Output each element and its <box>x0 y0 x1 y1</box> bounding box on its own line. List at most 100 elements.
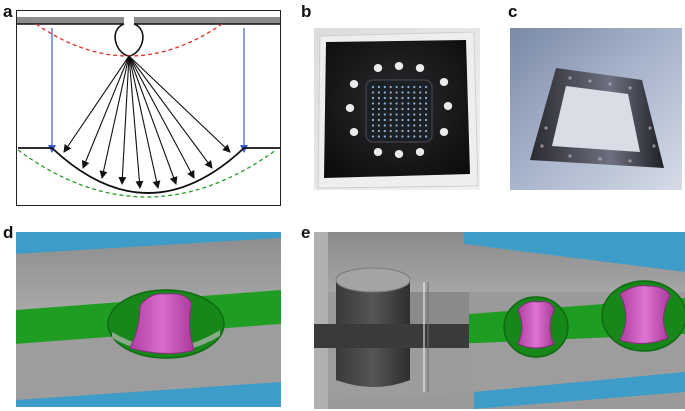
lower-dashed-curve <box>17 149 277 198</box>
well <box>371 135 375 138</box>
well <box>377 113 380 116</box>
well <box>425 135 428 138</box>
port-hole-11 <box>345 104 355 112</box>
well <box>371 129 375 133</box>
well <box>383 118 386 122</box>
water-bottom <box>474 372 685 409</box>
well <box>377 135 380 138</box>
well <box>401 85 404 89</box>
ray-fan <box>63 55 231 189</box>
well <box>383 102 386 105</box>
well <box>389 91 392 94</box>
well <box>407 85 410 89</box>
ray-7 <box>128 55 178 185</box>
well <box>407 107 410 111</box>
well <box>413 124 416 127</box>
well <box>395 107 398 111</box>
panel-label-c: c <box>508 2 518 21</box>
well <box>371 102 375 105</box>
ray-6 <box>128 55 161 189</box>
panel-d-cross-section <box>16 232 281 407</box>
well <box>407 113 410 116</box>
droplet <box>129 293 195 355</box>
well <box>419 96 422 100</box>
well <box>413 102 416 105</box>
well <box>377 102 380 105</box>
well <box>377 85 380 89</box>
ray-9 <box>128 55 213 169</box>
well <box>389 129 392 133</box>
panel-a-diagram <box>16 10 281 206</box>
panel-label-a: a <box>3 2 13 21</box>
port-hole-12 <box>349 80 359 88</box>
well <box>419 107 422 111</box>
well <box>371 107 375 111</box>
panel-c-foil-photo <box>510 28 682 190</box>
well <box>401 91 404 94</box>
ray-1 <box>63 55 130 153</box>
ray-5 <box>128 55 144 189</box>
well <box>395 135 398 138</box>
ray-10 <box>128 55 231 153</box>
panel-label-e: e <box>301 223 311 242</box>
well <box>413 96 416 100</box>
well <box>425 129 428 133</box>
port-hole-7 <box>415 148 425 156</box>
well <box>401 124 404 127</box>
top-plate-left <box>17 17 124 24</box>
well <box>419 124 422 127</box>
well <box>383 124 386 127</box>
ray-3 <box>99 55 130 179</box>
well <box>395 113 398 116</box>
water-top <box>464 232 685 272</box>
well <box>419 135 422 138</box>
ray-8 <box>128 55 195 179</box>
well <box>413 129 416 133</box>
well-array <box>365 79 433 143</box>
well <box>389 96 392 100</box>
well <box>395 96 398 100</box>
well <box>395 85 398 89</box>
port-hole-2 <box>394 62 404 70</box>
well <box>371 124 375 127</box>
well <box>371 96 375 100</box>
port-hole-1 <box>373 64 383 72</box>
well <box>419 102 422 105</box>
well <box>383 113 386 116</box>
well <box>413 107 416 111</box>
well <box>383 96 386 100</box>
well <box>389 102 392 105</box>
well <box>383 129 386 133</box>
well <box>383 135 386 138</box>
port-hole-9 <box>373 148 383 156</box>
well-grid <box>371 85 428 138</box>
port-hole-4 <box>439 78 449 86</box>
panel-e-cross-section <box>314 232 685 409</box>
port-hole-8 <box>394 150 404 158</box>
well <box>425 96 428 100</box>
well <box>425 85 428 89</box>
well <box>377 96 380 100</box>
well <box>377 124 380 127</box>
droplet-1 <box>517 301 555 349</box>
well <box>407 124 410 127</box>
well <box>425 124 428 127</box>
well <box>371 85 375 89</box>
well <box>401 102 404 105</box>
well <box>383 91 386 94</box>
panel-label-b: b <box>301 2 312 21</box>
well <box>419 118 422 122</box>
well <box>425 91 428 94</box>
well <box>425 107 428 111</box>
well <box>413 113 416 116</box>
well <box>383 107 386 111</box>
port-hole-5 <box>443 102 453 110</box>
well <box>407 129 410 133</box>
well <box>401 118 404 122</box>
well <box>395 129 398 133</box>
well <box>407 91 410 94</box>
well <box>383 85 386 89</box>
water-top <box>16 232 281 254</box>
well <box>413 135 416 138</box>
well <box>407 96 410 100</box>
